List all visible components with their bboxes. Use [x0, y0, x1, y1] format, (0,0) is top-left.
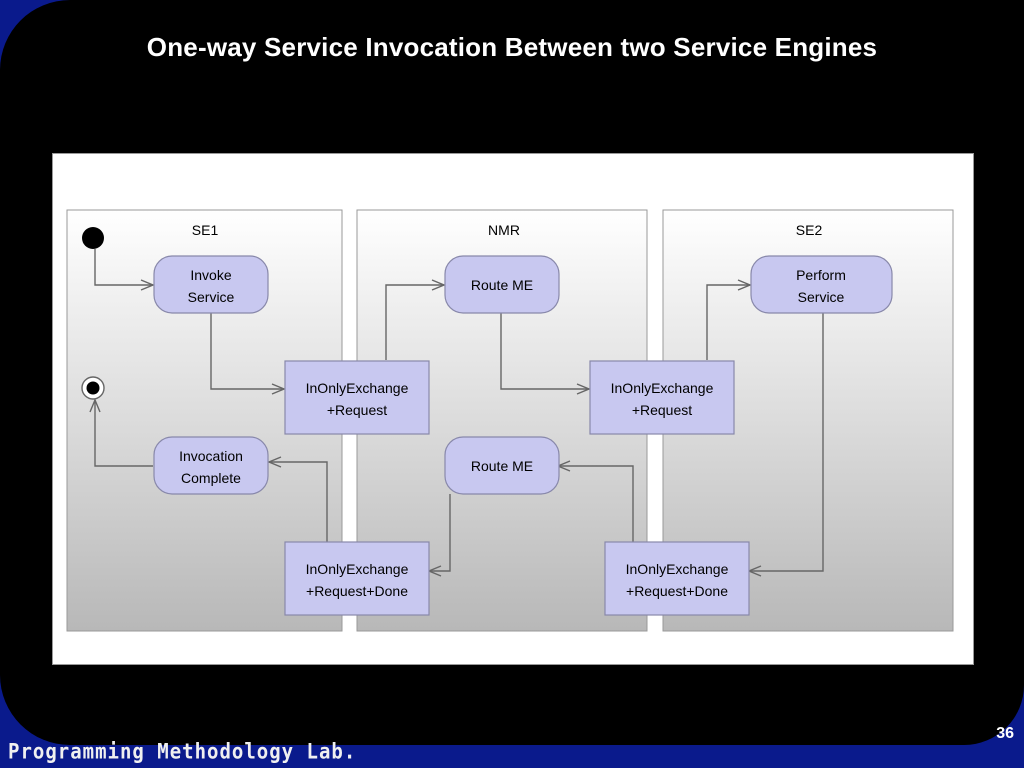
edge-start-to-invoke	[94, 249, 153, 285]
label-done2-l1: InOnlyExchange	[626, 561, 729, 577]
node-exchange-request-1	[284, 360, 430, 435]
node-route-me-2	[444, 436, 560, 495]
label-done1-l1: InOnlyExchange	[306, 561, 409, 577]
node-invoke-service	[153, 255, 269, 314]
page-number: 36	[996, 725, 1014, 742]
node-exchange-done-1	[284, 541, 430, 616]
edge-done1-to-complete	[269, 462, 328, 542]
label-ex2-l1: InOnlyExchange	[611, 380, 714, 396]
lane-label-se1: SE1	[192, 222, 219, 238]
label-complete-l1: Invocation	[179, 448, 243, 464]
label-ex1-l2: +Request	[327, 402, 387, 418]
label-invoke-l1: Invoke	[190, 267, 231, 283]
node-route-me-1	[444, 255, 560, 314]
edge-route2-to-done1	[429, 494, 451, 571]
label-complete-l2: Complete	[181, 470, 241, 486]
label-perform-l2: Service	[798, 289, 845, 305]
label-perform-l1: Perform	[796, 267, 846, 283]
label-invoke-l2: Service	[188, 289, 235, 305]
label-route2: Route ME	[471, 458, 533, 474]
initial-node	[82, 227, 104, 249]
node-perform-service	[750, 255, 893, 314]
edge-invoke-to-exchange1	[210, 313, 284, 389]
edge-exchange1-to-route1	[385, 285, 444, 360]
activity-diagram: SE1 NMR SE2	[52, 153, 974, 665]
label-route1: Route ME	[471, 277, 533, 293]
slide-title: One-way Service Invocation Between two S…	[146, 32, 878, 62]
footer-lab-name: Programming Methodology Lab.	[8, 739, 357, 765]
label-done1-l2: +Request+Done	[306, 583, 408, 599]
node-invocation-complete	[153, 436, 269, 495]
lane-label-se2: SE2	[796, 222, 823, 238]
label-done2-l2: +Request+Done	[626, 583, 728, 599]
edge-perform-to-done2	[749, 313, 824, 571]
edge-route1-to-exchange2	[500, 313, 589, 389]
final-node-inner	[86, 381, 100, 395]
node-exchange-done-2	[604, 541, 750, 616]
label-ex2-l2: +Request	[632, 402, 692, 418]
edge-done2-to-route2	[558, 466, 634, 542]
label-ex1-l1: InOnlyExchange	[306, 380, 409, 396]
edge-exchange2-to-perform	[706, 285, 750, 360]
node-exchange-request-2	[589, 360, 735, 435]
edge-complete-to-final	[95, 400, 153, 467]
lane-label-nmr: NMR	[488, 222, 520, 238]
